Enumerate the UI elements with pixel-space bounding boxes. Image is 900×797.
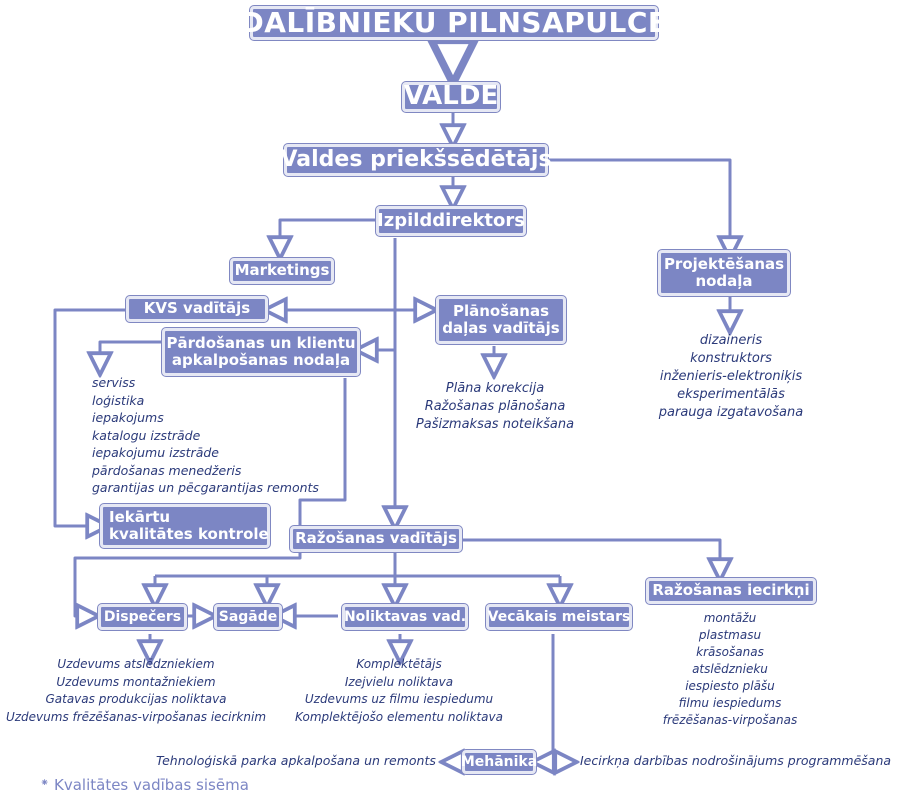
list-item: atslēdznieku [692,662,768,676]
list-item: inženieris-elektroniķis [659,369,803,384]
equipment-qc-box: Iekārtu kvalitātes kontrole [100,504,270,548]
footnote: ⁕ Kvalitātes vadības sisēma [40,776,249,794]
list-item: eksperimentālās [677,387,785,402]
list-item: loģistika [92,392,145,408]
equipment-qc-label-line1: Iekārtu [109,507,171,526]
warehouse-box: Noliktavas vad. [342,604,468,630]
list-item: Pašizmaksas noteikšana [415,417,575,432]
warehouse-list: Komplektētājs Izejvielu noliktava Uzdevu… [286,656,512,726]
marketing-label: Marketings [234,261,330,280]
planning-label-line2: daļas vadītājs [442,319,560,337]
list-item: montāžu [703,611,757,625]
list-item: plastmasu [698,628,762,642]
sales-box: Pārdošanas un klientu apkalpošanas nodaļ… [162,328,360,376]
list-item: Komplektējošo elementu noliktava [295,709,503,724]
programming-label: Iecirkņa darbības nodrošinājums programm… [580,753,892,768]
production-sections-list: montāžu plastmasu krāsošanas atslēdzniek… [640,610,820,729]
projecting-list: dizaineris konstruktors inženieris-elekt… [636,332,826,422]
list-item: iespiesto plāšu [685,679,775,693]
list-item: frēzēšanas-virpošanas [662,713,798,727]
list-item: Komplektētājs [356,657,442,671]
board-label: VALDE [403,81,499,112]
sales-label-line1: Pārdošanas un klientu [166,333,356,352]
shareholders-label: DALĪBNIEKU PILNSAPULCE [240,5,668,39]
dispatchers-label: Dispečers [103,608,182,625]
list-item: Gatavas produkcijas noliktava [45,692,227,706]
planning-label-line1: Plānošanas [452,301,550,320]
qms-head-box: KVS vadītājs [126,296,268,322]
chairman-label: Valdes priekšsēdētājs [280,147,552,173]
projecting-box: Projektēšanas nodaļa [658,250,790,296]
list-item: Uzdevums atslēdzniekiem [57,657,215,671]
list-item: parauga izgatavošana [658,405,804,420]
list-item: Izejvielu noliktava [344,674,454,689]
projecting-label-line1: Projektēšanas [663,254,785,273]
list-item: katalogu izstrāde [92,427,201,443]
supply-label: Sagāde [218,608,278,625]
dispatchers-box: Dispečers [98,604,187,630]
footnote-text: Kvalitātes vadības sisēma [54,776,249,794]
production-sections-box: Ražošanas iecirkņi [646,578,816,604]
list-item: filmu iespiedums [678,696,782,710]
senior-master-label: Vecākais meistars [487,608,631,625]
list-item: krāsošanas [696,645,764,659]
production-head-label: Ražošanas vadītājs [295,529,457,548]
list-item: Uzdevums montažniekiem [56,674,216,689]
list-item: Ražošanas plānošana [424,399,566,414]
list-item: Plāna korekcija [445,381,545,396]
production-head-box: Ražošanas vadītājs [290,526,462,552]
board-box: VALDE [402,81,500,112]
dispatchers-list: Uzdevums atslēdzniekiem Uzdevums montažn… [0,656,272,726]
list-item: iepakojumu izstrāde [92,445,219,460]
footnote-symbol: ⁕ [40,776,50,789]
projecting-label-line2: nodaļa [695,272,753,290]
executive-label: Izpilddirektors [377,209,525,231]
list-item: dizaineris [699,333,763,348]
shareholders-box: DALĪBNIEKU PILNSAPULCE [241,6,667,40]
mechanics-label: Mehānika [460,753,538,770]
senior-master-box: Vecākais meistars [486,604,632,630]
sales-label-line2: apkalpošanas nodaļa [171,351,351,369]
equipment-qc-label-line2: kvalitātes kontrole [109,525,269,543]
marketing-box: Marketings [230,258,334,284]
list-item: serviss [92,375,136,390]
warehouse-label: Noliktavas vad. [343,608,467,625]
list-item: garantijas un pēcgarantijas remonts [92,480,319,495]
mechanics-box: Mehānika [460,750,538,774]
planning-list: Plāna korekcija Ražošanas plānošana Paši… [400,380,590,434]
planning-box: Plānošanas daļas vadītājs [436,296,566,344]
list-item: iepakojums [92,410,164,425]
list-item: pārdošanas menedžeris [92,462,242,478]
supply-box: Sagāde [214,604,282,630]
production-sections-label: Ražošanas iecirkņi [652,581,810,600]
list-item: Uzdevums frēzēšanas-virpošanas iecirknim [5,709,267,724]
executive-box: Izpilddirektors [376,206,526,236]
tech-park-label: Tehnoloģiskā parka apkalpošana un remont… [156,753,436,768]
chairman-box: Valdes priekšsēdētājs [280,144,552,176]
list-item: konstruktors [690,351,772,366]
list-item: Uzdevums uz filmu iespiedumu [304,692,494,706]
qms-head-label: KVS vadītājs [143,299,251,318]
sales-list: serviss loģistika iepakojums katalogu iz… [92,374,319,497]
